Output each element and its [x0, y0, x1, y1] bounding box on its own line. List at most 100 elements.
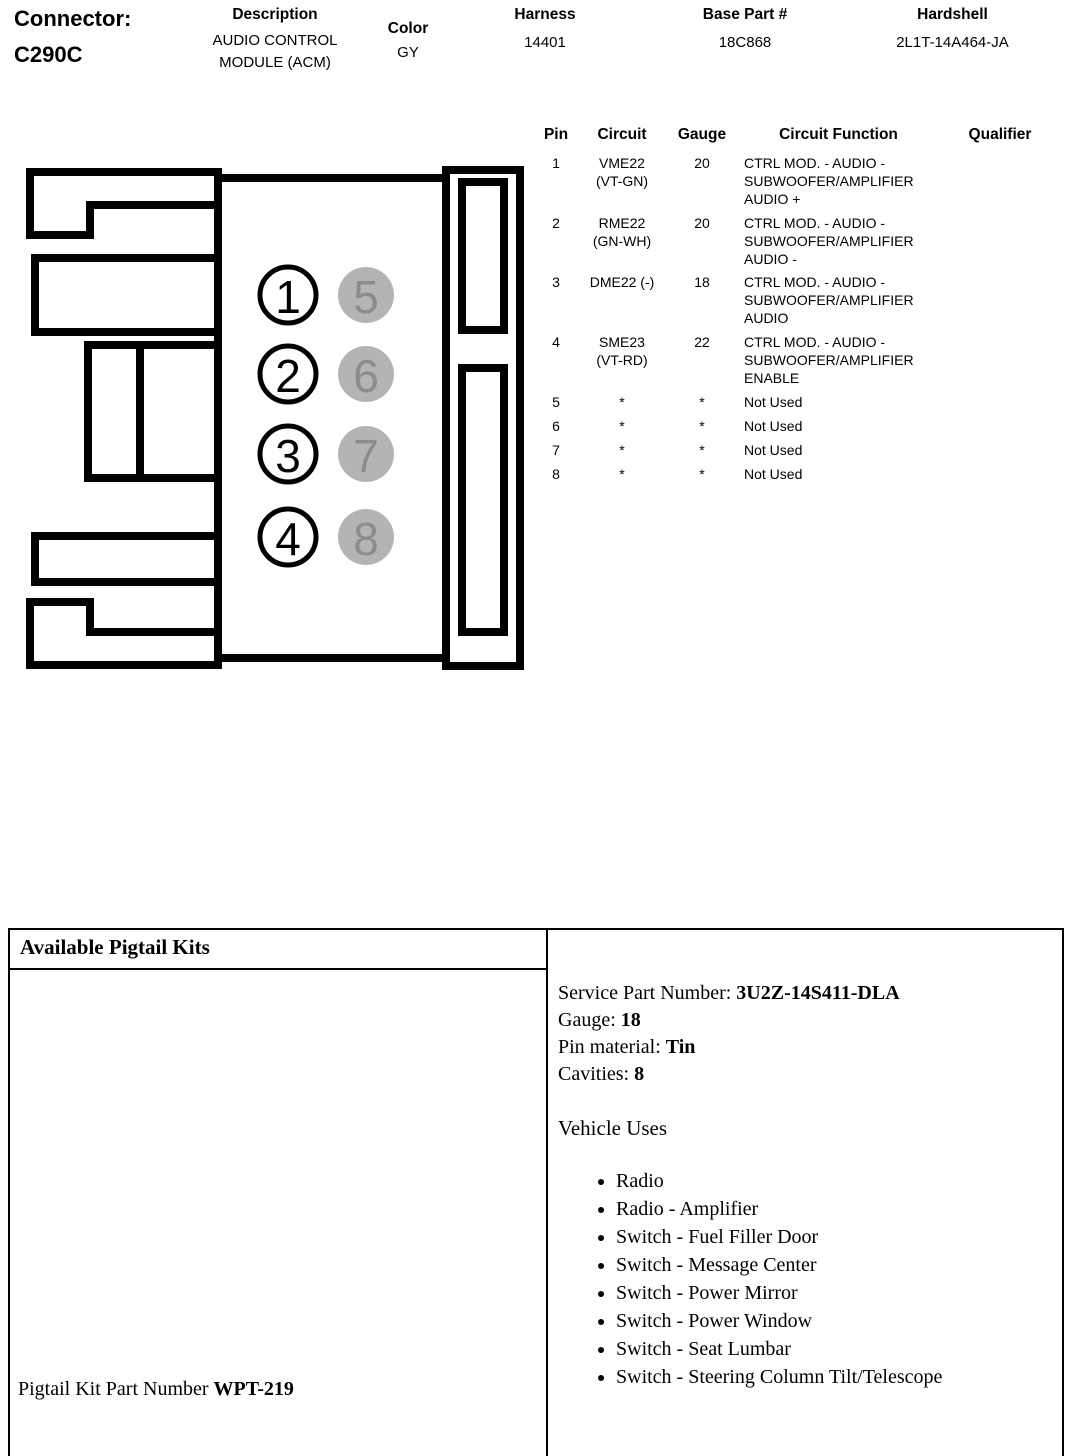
function-cell: Not Used	[744, 393, 803, 410]
pin-table-row: 7 * * Not Used	[536, 439, 1059, 463]
vehicle-uses-list: RadioRadio - AmplifierSwitch - Fuel Fill…	[558, 1171, 1052, 1388]
pigtail-part-number: WPT-219	[213, 1378, 294, 1400]
circuit-cell: VME22 (VT-GN)	[595, 155, 649, 189]
gauge-header: Gauge	[677, 126, 727, 143]
cavities-label: Cavities:	[558, 1063, 635, 1085]
gauge-cell: 22	[694, 334, 710, 351]
connector-diagram-area: 1 2 3 4 5 6 7 8	[20, 160, 530, 675]
connector-sheet: Connector: C290C Description AUDIO CONTR…	[0, 0, 1072, 1420]
pin-table-header-row: Pin Circuit Gauge Circuit Function Quali…	[536, 126, 1059, 152]
pin-cell: 3	[552, 274, 560, 291]
harness-label: Harness	[514, 6, 576, 23]
pigtail-right-cell: Service Part Number: 3U2Z-14S411-DLA Gau…	[548, 930, 1062, 1456]
vehicle-use-item: Radio - Amplifier	[616, 1199, 1052, 1220]
vehicle-use-item: Radio	[616, 1171, 1052, 1192]
circuit-cell: *	[619, 441, 625, 458]
pin-table-row: 8**Not Used	[536, 463, 1059, 487]
connector-bottom-left-tab	[26, 598, 222, 669]
base-part-label: Base Part #	[702, 6, 788, 23]
service-part-number-value: 3U2Z-14S411-DLA	[736, 982, 900, 1004]
circuit-cell: RME22 (GN-WH)	[592, 214, 652, 249]
hardshell-label: Hardshell	[917, 6, 988, 23]
pin-table-row: 6 * * Not Used	[536, 415, 1059, 439]
pigtail-part-label: Pigtail Kit Part Number	[18, 1378, 214, 1400]
pin-6-number: 6	[353, 350, 379, 402]
header-description: Description AUDIO CONTROL MODULE (ACM)	[185, 6, 365, 74]
pin-material-line: Pin material: Tin	[558, 1034, 1052, 1061]
cavities-line: Cavities: 8	[558, 1061, 1052, 1088]
vehicle-use-item: Switch - Fuel Filler Door	[616, 1227, 1052, 1248]
pin-7-cavity	[338, 426, 394, 482]
connector-upper-latch	[31, 254, 222, 336]
pin-cell: 1	[552, 155, 560, 171]
qualifier-cell	[941, 271, 1059, 331]
function-cell: Not Used	[744, 417, 803, 434]
vehicle-use-item: Switch - Power Mirror	[616, 1283, 1052, 1304]
pigtail-left-body: Pigtail Kit Part Number WPT-219	[10, 970, 546, 1456]
connector-mid-latch	[84, 341, 222, 482]
function-cell: CTRL MOD. - AUDIO - SUBWOOFER/AMPLIFIER …	[744, 214, 914, 267]
vehicle-use-item: Switch - Seat Lumbar	[616, 1339, 1052, 1360]
circuit-cell: DME22 (-)	[589, 274, 655, 291]
pin-cell: 7	[552, 441, 560, 458]
pin-4-cavity	[257, 506, 319, 568]
pin-2-number: 2	[275, 350, 301, 402]
gauge-cell: *	[699, 417, 705, 434]
pin-8-number: 8	[353, 513, 379, 565]
vehicle-use-item: Switch - Power Window	[616, 1311, 1052, 1332]
pigtail-left-cell: Available Pigtail Kits Pigtail Kit Part …	[10, 930, 548, 1456]
pin-1-cavity	[257, 264, 319, 326]
pin-material-label: Pin material:	[558, 1036, 666, 1058]
gauge-cell: *	[699, 441, 705, 458]
color-value: GY	[397, 44, 419, 61]
function-cell: Not Used	[744, 465, 803, 482]
gauge-label: Gauge:	[558, 1009, 621, 1031]
gauge-value: 18	[620, 1009, 641, 1031]
pin-material-value: Tin	[665, 1036, 696, 1058]
header-base-part: Base Part # 18C868	[670, 6, 820, 54]
pin-cell: 5	[552, 393, 560, 410]
base-part-value: 18C868	[718, 34, 772, 51]
pin-5-cavity	[338, 267, 394, 323]
pin-table-row: 5 * * Not Used	[536, 391, 1059, 415]
pin-table: Pin Circuit Gauge Circuit Function Quali…	[536, 126, 1059, 487]
pin-1-number: 1	[275, 271, 301, 323]
qualifier-cell	[941, 331, 1059, 391]
function-cell: Not Used	[744, 441, 803, 458]
gauge-cell: 20	[694, 155, 710, 171]
gauge-cell: *	[699, 393, 705, 410]
connector-top-left-tab	[26, 168, 222, 239]
description-value: AUDIO CONTROL MODULE (ACM)	[212, 32, 338, 71]
pigtail-part-number-line: Pigtail Kit Part Number WPT-219	[18, 1378, 294, 1401]
vehicle-uses-title: Vehicle Uses	[558, 1116, 668, 1140]
gauge-cell: 20	[694, 214, 710, 231]
qualifier-cell	[941, 439, 1059, 463]
circuit-cell: *	[619, 393, 625, 410]
connector-id: C290C	[14, 42, 83, 67]
gauge-cell: *	[699, 465, 705, 482]
gauge-line: Gauge: 18	[558, 1007, 1052, 1034]
service-part-number-line: Service Part Number: 3U2Z-14S411-DLA	[558, 980, 1052, 1007]
circuit-cell: *	[619, 417, 625, 434]
function-cell: CTRL MOD. - AUDIO - SUBWOOFER/AMPLIFIER …	[744, 155, 914, 207]
connector-right-slot-top	[458, 178, 508, 334]
header-hardshell: Hardshell 2L1T-14A464-JA	[860, 6, 1045, 54]
qualifier-cell	[941, 391, 1059, 415]
pin-table-row: 1 VME22 (VT-GN) 20 CTRL MOD. - AUDIO - SUBW…	[536, 152, 1059, 212]
pin-7-number: 7	[353, 430, 379, 482]
pin-cell: 2	[552, 214, 560, 231]
cavities-value: 8	[634, 1063, 645, 1085]
pin-cell: 6	[552, 417, 560, 434]
service-part-number-label: Service Part Number:	[558, 982, 737, 1004]
hardshell-value: 2L1T-14A464-JA	[896, 34, 1009, 51]
pin-cell: 4	[552, 334, 560, 351]
pin-8-cavity	[338, 509, 394, 565]
qualifier-cell	[941, 415, 1059, 439]
harness-value: 14401	[524, 34, 566, 51]
description-label: Description	[232, 6, 318, 23]
pin-3-number: 3	[275, 430, 301, 482]
pin-6-cavity	[338, 346, 394, 402]
qualifier-cell	[941, 152, 1059, 212]
